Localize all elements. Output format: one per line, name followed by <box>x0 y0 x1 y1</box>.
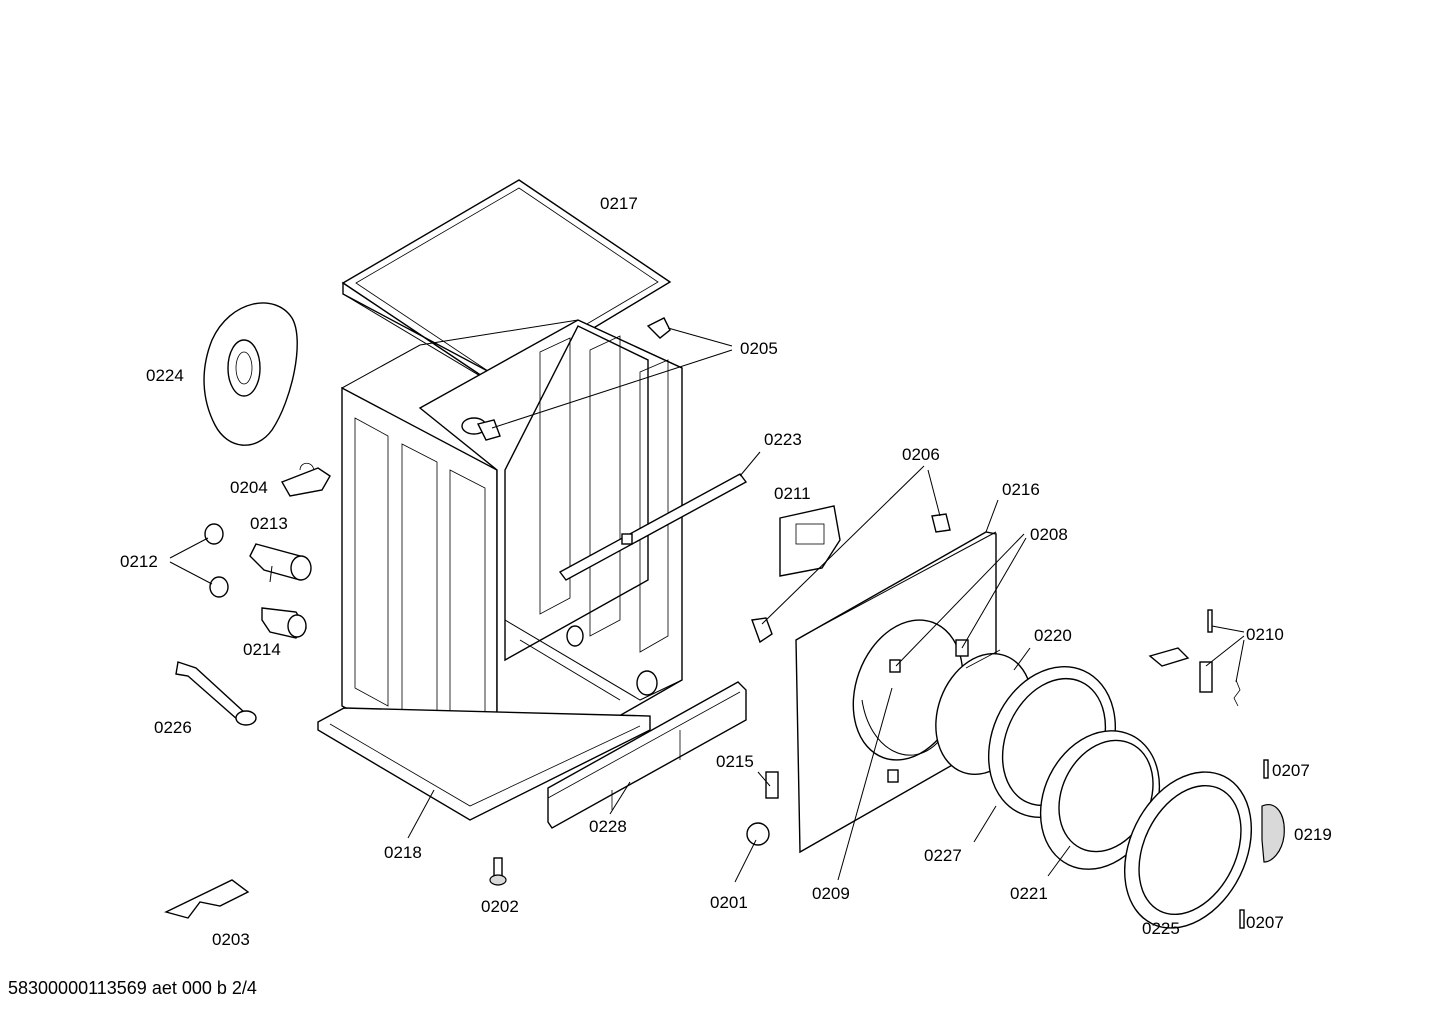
retainer-clip-part <box>765 771 779 799</box>
label-0208: 0208 <box>1030 525 1068 544</box>
label-0214: 0214 <box>243 640 281 659</box>
label-0227: 0227 <box>924 846 962 865</box>
part-labels: 0217 0205 0224 0223 0206 0216 0211 0208 … <box>120 194 1332 949</box>
label-0225: 0225 <box>1142 919 1180 938</box>
shock-absorber-part <box>249 543 312 583</box>
document-id: 58300000113569 aet 000 b 2/4 <box>8 978 257 998</box>
hinge-clip-part <box>476 317 671 441</box>
label-0211: 0211 <box>774 484 811 503</box>
damper-part <box>261 607 307 639</box>
foot-cap-part <box>204 523 229 598</box>
rear-cover-part <box>203 302 298 446</box>
spring-clip-part <box>751 513 951 644</box>
leader-lines <box>169 327 1245 883</box>
label-0207-top: 0207 <box>1272 761 1310 780</box>
label-0226: 0226 <box>154 718 192 737</box>
screw-part <box>489 857 507 886</box>
label-0207-bottom: 0207 <box>1246 913 1284 932</box>
label-0205: 0205 <box>740 339 778 358</box>
label-0217: 0217 <box>600 194 638 213</box>
door-handle-part <box>1261 804 1285 863</box>
label-0218: 0218 <box>384 843 422 862</box>
plinth-panel-part <box>547 681 747 829</box>
label-0206: 0206 <box>902 445 940 464</box>
label-0224: 0224 <box>146 366 184 385</box>
label-0223: 0223 <box>764 430 802 449</box>
label-0202: 0202 <box>481 897 519 916</box>
clamp-part <box>280 462 331 497</box>
door-bowl-part <box>1039 730 1161 870</box>
label-0212: 0212 <box>120 552 158 571</box>
label-0204: 0204 <box>230 478 268 497</box>
label-0215: 0215 <box>716 752 754 771</box>
door-outer-ring-part <box>1123 771 1253 929</box>
cross-rod-part <box>558 473 748 581</box>
adjustable-foot-part <box>746 822 770 846</box>
base-plate-part <box>317 707 651 821</box>
label-0228: 0228 <box>589 817 627 836</box>
label-0221: 0221 <box>1010 884 1048 903</box>
hinge-pin-part <box>1239 759 1269 929</box>
label-0209: 0209 <box>812 884 850 903</box>
label-0213: 0213 <box>250 514 288 533</box>
wrench-part <box>175 661 257 726</box>
door-hinge-part <box>1148 609 1241 707</box>
label-0203: 0203 <box>212 930 250 949</box>
label-0220: 0220 <box>1034 626 1072 645</box>
label-0201: 0201 <box>710 893 748 912</box>
door-lock-part <box>779 505 841 577</box>
label-0219: 0219 <box>1294 825 1332 844</box>
label-0216: 0216 <box>1002 480 1040 499</box>
label-0210: 0210 <box>1246 625 1284 644</box>
transport-bracket-part <box>164 879 250 919</box>
